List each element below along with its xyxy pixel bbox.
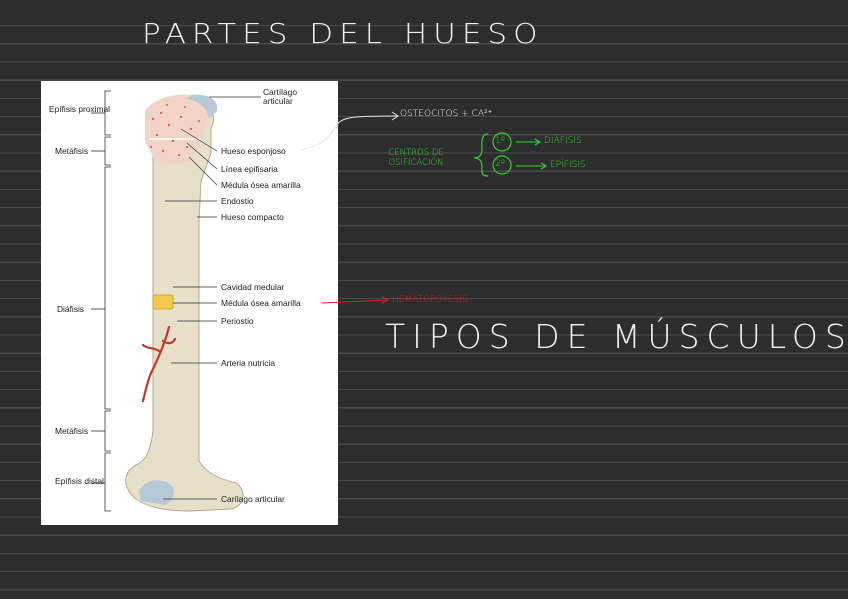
ossification-centers-note: CENTROS DE OSIFICACIÓN bbox=[366, 148, 466, 168]
green-brace bbox=[474, 134, 488, 176]
center-2-label: 2º bbox=[495, 159, 505, 169]
center-1-arrow bbox=[516, 139, 540, 145]
marrow-note: hematopoyesis bbox=[392, 295, 468, 305]
center-2-arrow bbox=[516, 163, 546, 169]
marrow-note-line bbox=[322, 300, 388, 303]
center-1-note: diáfisis bbox=[544, 136, 582, 146]
center-1-label: 1º bbox=[495, 136, 505, 146]
spongy-note-arrow bbox=[300, 116, 398, 150]
spongy-note: osteocitos + Ca²⁺ bbox=[400, 109, 492, 119]
center-2-note: epífisis bbox=[550, 160, 586, 170]
